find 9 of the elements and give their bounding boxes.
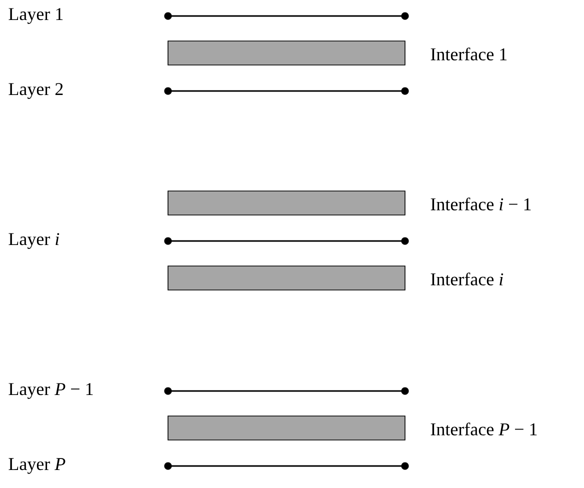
interface-label: Interface P − 1	[430, 422, 537, 436]
layer-label: Layer i	[8, 233, 60, 249]
interface-label: Interface 1	[430, 48, 507, 60]
layer-label: Layer 2	[8, 83, 63, 99]
layer-label: Layer 1	[8, 8, 63, 24]
interface-label: Interface i − 1	[430, 198, 531, 210]
layer-label: Layer P − 1	[8, 383, 93, 399]
interface-label: Interface i	[430, 272, 504, 286]
layer-label: Layer P	[8, 458, 66, 474]
